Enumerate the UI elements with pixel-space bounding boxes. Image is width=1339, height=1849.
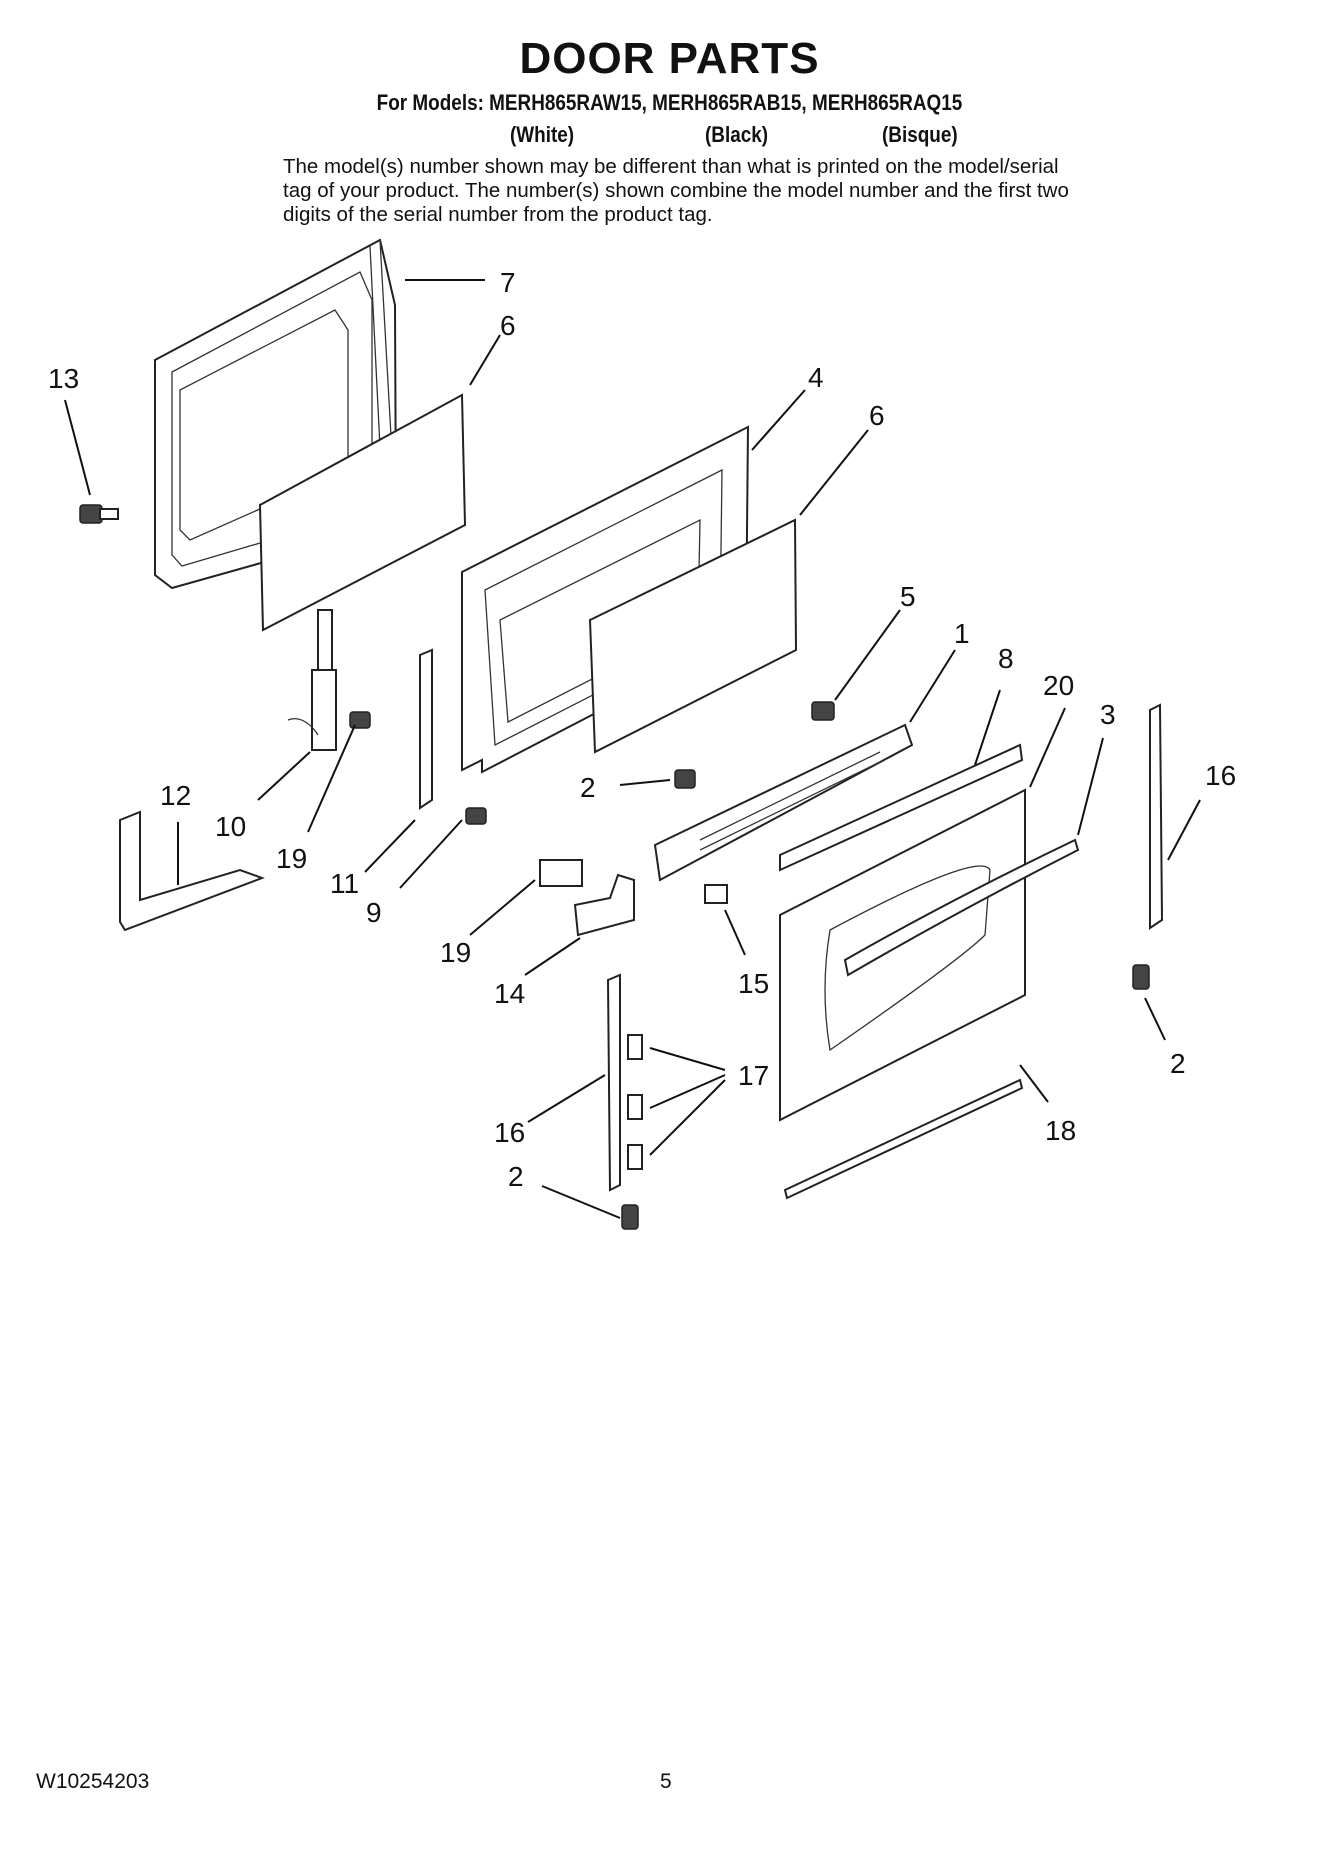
part-18-bottom-trim [783, 1078, 1024, 1200]
part-8-trim-strip [779, 743, 1024, 872]
callout-13: 13 [48, 363, 79, 394]
part-12-door-trim [119, 810, 265, 932]
callout-2-right: 2 [1170, 1048, 1186, 1079]
page-number: 5 [660, 1770, 672, 1793]
callout-9: 9 [366, 897, 382, 928]
callout-19-block: 19 [440, 937, 471, 968]
callout-6-upper: 6 [500, 310, 516, 341]
part-20-outer-door [779, 788, 1026, 1122]
callout-7: 7 [500, 267, 516, 298]
part-14-latch [573, 873, 635, 937]
callout-1: 1 [954, 618, 970, 649]
part-17-bumper-b [627, 1094, 643, 1120]
callout-5: 5 [900, 581, 916, 612]
part-19-screw-hinge [349, 711, 371, 729]
part-13-screw [79, 504, 119, 524]
page-title: DOOR PARTS [519, 34, 820, 83]
part-10-hinge [287, 609, 337, 751]
part-17-bumper-c [627, 1144, 643, 1170]
part-5-screw [811, 701, 835, 721]
callout-2-mid: 2 [580, 772, 596, 803]
part-6-door-glass-lower [588, 518, 798, 754]
part-3-handle [843, 838, 1080, 977]
model-number-note: The model(s) number shown may be differe… [283, 155, 1069, 226]
part-19-block [539, 859, 583, 887]
callout-16-left-label: 16 [494, 1117, 525, 1148]
part-17-bumper-a [627, 1034, 643, 1060]
document-number: W10254203 [36, 1770, 150, 1793]
part-16-side-trim-right [1149, 703, 1164, 930]
color-black: (Black) [705, 122, 769, 147]
callout-4: 4 [808, 362, 824, 393]
callout-6-lower: 6 [869, 400, 885, 431]
part-6-door-glass-upper [258, 393, 467, 632]
callout-10: 10 [215, 811, 246, 842]
callout-15: 15 [738, 968, 769, 999]
models-line: For Models: MERH865RAW15, MERH865RAB15, … [376, 90, 963, 115]
part-2-screw-bottom [621, 1204, 639, 1230]
callout-18: 18 [1045, 1115, 1076, 1146]
callout-3: 3 [1100, 699, 1116, 730]
part-9-screw [465, 807, 487, 825]
leader-lines [64, 279, 1201, 1219]
part-15-spacer [704, 884, 728, 904]
callout-16-right: 16 [1205, 760, 1236, 791]
color-bisque: (Bisque) [882, 122, 958, 147]
callout-11: 11 [330, 868, 359, 899]
callout-17: 17 [738, 1060, 769, 1091]
callout-19-hinge: 19 [276, 843, 307, 874]
callout-12: 12 [160, 780, 191, 811]
part-11-hinge-bracket [419, 648, 433, 810]
part-2-screw-right [1132, 964, 1150, 990]
part-2-screw-mid [674, 769, 696, 789]
color-white: (White) [510, 122, 575, 147]
callout-2-bottom: 2 [508, 1161, 524, 1192]
callout-14: 14 [494, 978, 525, 1009]
callout-8: 8 [998, 643, 1014, 674]
part-16-side-trim-left [606, 973, 621, 1192]
callout-20: 20 [1043, 670, 1074, 701]
part-1-vent-trim [653, 723, 914, 882]
